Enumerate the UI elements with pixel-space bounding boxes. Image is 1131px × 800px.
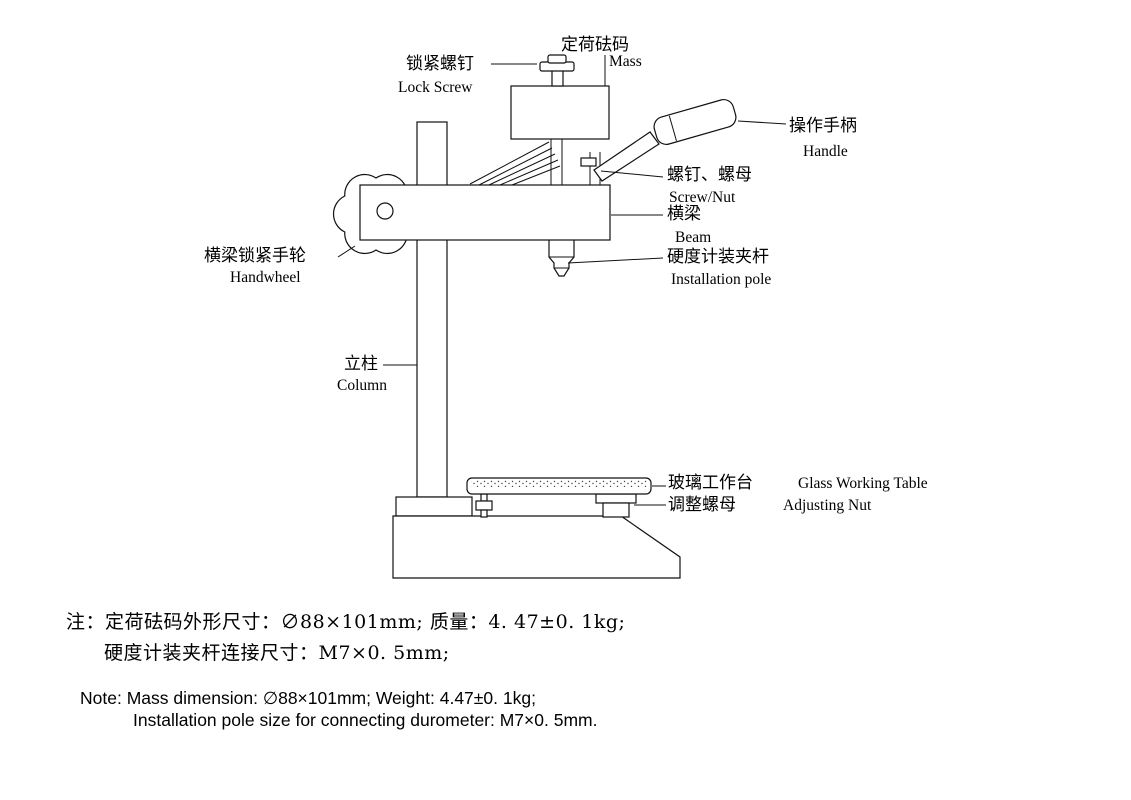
glass-table-stipple (471, 480, 647, 487)
right-support (595, 493, 637, 518)
note-en-line1: Note: Mass dimension: ∅88×101mm; Weight:… (80, 688, 536, 708)
label-glass-table-en: Glass Working Table (798, 475, 928, 492)
note-zh-line1: 注：定荷砝码外形尺寸：∅88×101mm; 质量：4. 47±0. 1kg; (66, 611, 625, 633)
leader-handwheel (337, 245, 356, 258)
handle-arm-outline (593, 131, 660, 182)
label-screw-nut-zh: 螺钉、螺母 (667, 165, 752, 185)
label-handwheel-zh: 横梁锁紧手轮 (204, 246, 306, 266)
left-support (475, 493, 493, 518)
label-installation-pole-en: Installation pole (671, 271, 771, 288)
mass-outline (510, 85, 610, 140)
column-outline (416, 121, 448, 498)
label-lock-screw-zh: 锁紧螺钉 (406, 54, 474, 74)
column-collar (395, 496, 473, 517)
notes-block: 注：定荷砝码外形尺寸：∅88×101mm; 质量：4. 47±0. 1kg; 硬… (66, 611, 625, 730)
part-labels: 定荷砝码 Mass 锁紧螺钉 Lock Screw 操作手柄 Handle 螺钉… (204, 35, 928, 515)
leader-handle (737, 120, 787, 125)
label-column-zh: 立柱 (344, 354, 378, 374)
note-en-line2: Installation pole size for connecting du… (133, 710, 597, 730)
note-zh-line2: 硬度计装夹杆连接尺寸：M7×0. 5mm; (104, 642, 450, 664)
leader-installation-pole (567, 257, 664, 264)
label-adjusting-nut-en: Adjusting Nut (783, 497, 872, 514)
label-installation-pole-zh: 硬度计装夹杆 (667, 247, 769, 267)
label-handle-en: Handle (803, 143, 848, 160)
label-column-en: Column (337, 377, 387, 394)
label-mass-en: Mass (609, 53, 642, 70)
label-glass-table-zh: 玻璃工作台 (668, 473, 753, 493)
handle-grip (653, 99, 737, 145)
label-lock-screw-en: Lock Screw (398, 79, 473, 96)
leader-lines (337, 55, 787, 506)
label-beam-zh: 横梁 (667, 204, 701, 224)
label-mass-zh: 定荷砝码 (561, 35, 629, 55)
label-handwheel-en: Handwheel (230, 269, 301, 286)
leader-screw-nut (600, 170, 664, 178)
label-handle-zh: 操作手柄 (789, 116, 857, 136)
installation-pole-outline (548, 240, 575, 277)
beam-outline (359, 184, 611, 241)
label-screw-nut-en: Screw/Nut (669, 189, 736, 206)
clamp-hatch-lines (469, 141, 561, 186)
label-adjusting-nut-zh: 调整螺母 (668, 495, 736, 515)
label-beam-en: Beam (675, 229, 711, 246)
beam-hole (376, 202, 394, 220)
machine-drawing (332, 54, 737, 579)
base-outline (392, 515, 681, 579)
lock-screw-outline (539, 54, 575, 87)
